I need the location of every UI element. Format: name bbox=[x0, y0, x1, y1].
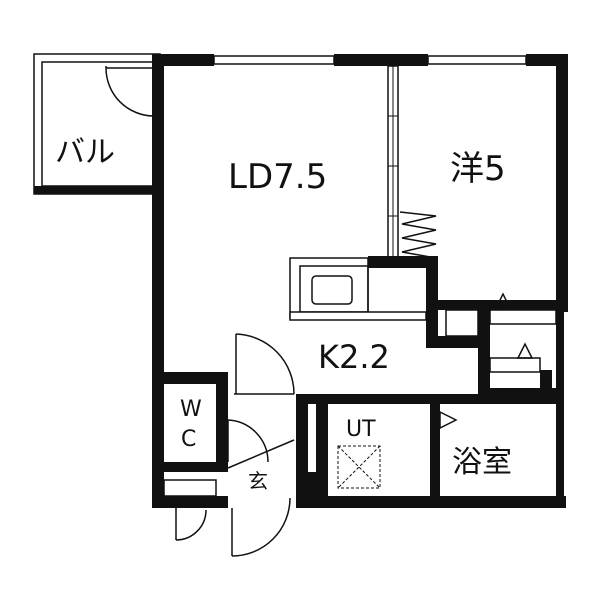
balcony-outer-outline bbox=[33, 53, 161, 195]
wall-bath-left bbox=[430, 394, 440, 502]
wall-left bbox=[152, 54, 164, 506]
wall-closet-right bbox=[478, 300, 490, 398]
wall-top-left bbox=[154, 54, 214, 66]
label-living-dining: LD7.5 bbox=[228, 157, 327, 197]
pillar-small bbox=[540, 370, 552, 392]
shoe-cabinet bbox=[163, 479, 217, 497]
sliding-partition bbox=[387, 65, 437, 263]
wall-kitchen-top bbox=[368, 256, 438, 268]
wall-right-upper bbox=[556, 54, 568, 312]
kitchen-wall-strip bbox=[289, 311, 427, 321]
label-bath: 浴室 bbox=[452, 445, 512, 480]
label-kitchen: K2.2 bbox=[318, 338, 390, 376]
windows bbox=[213, 55, 527, 65]
wall-top-middle bbox=[334, 54, 428, 66]
label-wc-w: W bbox=[180, 397, 202, 422]
closet-folding-door-icon bbox=[399, 211, 437, 259]
balcony bbox=[33, 53, 161, 195]
kitchen-counter bbox=[289, 257, 369, 319]
label-wc-c: C bbox=[181, 427, 196, 452]
label-balcony: バル bbox=[55, 135, 115, 170]
wall-right-lower bbox=[556, 312, 564, 508]
door-swings bbox=[175, 333, 295, 557]
balcony-bottom-rail bbox=[34, 186, 160, 194]
window-western bbox=[427, 55, 527, 65]
interior-walls bbox=[152, 256, 560, 506]
sink-icon bbox=[311, 275, 353, 305]
pillar-ut bbox=[304, 472, 318, 500]
wall-bath-top bbox=[296, 394, 560, 404]
bath-door-arrow-icon bbox=[439, 410, 458, 430]
wall-closet-bottom bbox=[478, 388, 560, 398]
wall-wc-right bbox=[216, 372, 228, 462]
closet-shelves bbox=[445, 292, 557, 373]
window-ld bbox=[213, 55, 335, 65]
label-utility: UT bbox=[346, 417, 376, 442]
label-entrance: 玄 bbox=[248, 469, 268, 493]
wall-kitchen-bottom bbox=[426, 336, 484, 348]
wall-western-bottom bbox=[426, 300, 558, 310]
balcony-door-swing bbox=[105, 66, 155, 117]
wall-ut-left bbox=[316, 394, 328, 502]
closet-arrow-icon-2 bbox=[516, 342, 534, 359]
label-western-room: 洋5 bbox=[450, 149, 506, 189]
wall-wc-bottom bbox=[152, 462, 228, 472]
wall-bottom-left bbox=[152, 496, 228, 508]
closet-arrow-icon-1 bbox=[494, 292, 512, 309]
wall-wc-top bbox=[152, 372, 228, 384]
washing-machine-icon bbox=[337, 445, 381, 489]
